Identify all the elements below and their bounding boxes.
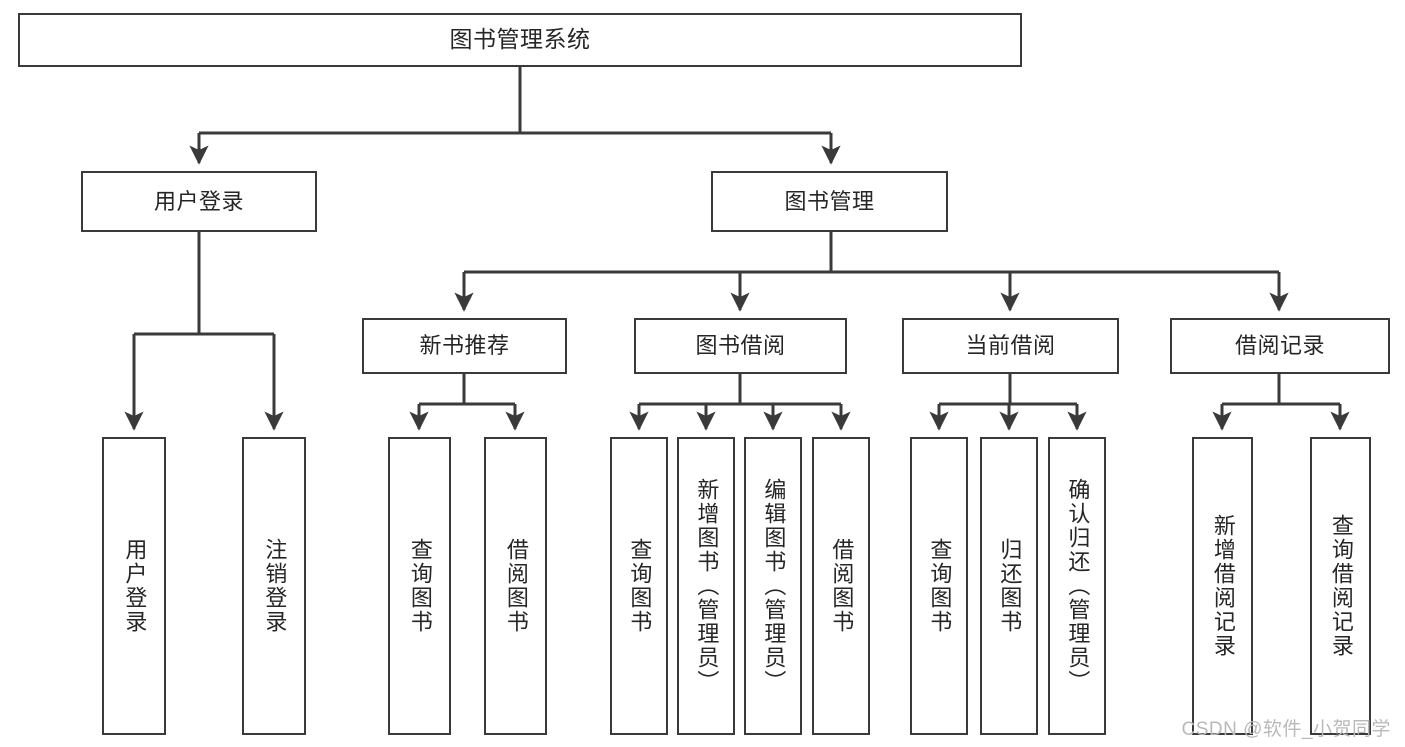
node-leaf-borrow-book-2-label: 借阅图书	[829, 538, 855, 634]
node-leaf-query-book-3[interactable]: 查询图书	[910, 437, 968, 735]
node-borrow-record[interactable]: 借阅记录	[1170, 318, 1390, 374]
node-leaf-add-book[interactable]: 新增图书（管理员）	[677, 437, 735, 735]
edges-userlogin-to-leaves	[124, 232, 284, 431]
node-leaf-edit-book[interactable]: 编辑图书（管理员）	[744, 437, 802, 735]
node-borrow-record-label: 借阅记录	[1234, 333, 1325, 359]
node-leaf-return-book[interactable]: 归还图书	[980, 437, 1038, 735]
node-leaf-borrow-book-1-label: 借阅图书	[503, 538, 529, 634]
node-leaf-query-borrow-record-label: 查询借阅记录	[1328, 514, 1354, 658]
node-user-login[interactable]: 用户登录	[81, 171, 317, 232]
node-leaf-add-book-label: 新增图书（管理员）	[694, 478, 720, 694]
edges-root-to-level2	[189, 67, 841, 165]
node-new-book-recommend[interactable]: 新书推荐	[362, 318, 567, 374]
edges-currentborrow-to-leaves	[929, 374, 1087, 431]
node-leaf-borrow-book-1[interactable]: 借阅图书	[484, 437, 547, 735]
node-book-manage-label: 图书管理	[784, 188, 875, 214]
node-new-book-recommend-label: 新书推荐	[419, 333, 510, 359]
edges-bookborrow-to-leaves	[629, 374, 851, 431]
edges-newbook-to-leaves	[409, 374, 525, 431]
edges-borrowrecord-to-leaves	[1212, 374, 1350, 431]
node-leaf-confirm-return[interactable]: 确认归还（管理员）	[1048, 437, 1106, 735]
node-current-borrow[interactable]: 当前借阅	[902, 318, 1119, 374]
edges-bookmanage-to-level3	[454, 232, 1289, 312]
node-leaf-confirm-return-label: 确认归还（管理员）	[1065, 478, 1091, 694]
node-leaf-query-book-2-label: 查询图书	[627, 538, 653, 634]
node-leaf-user-logout[interactable]: 注销登录	[242, 437, 306, 735]
node-book-manage[interactable]: 图书管理	[711, 171, 948, 232]
node-user-login-label: 用户登录	[153, 188, 244, 214]
node-leaf-query-book-2[interactable]: 查询图书	[610, 437, 668, 735]
node-leaf-user-login[interactable]: 用户登录	[102, 437, 166, 735]
node-current-borrow-label: 当前借阅	[965, 333, 1056, 359]
node-book-borrow[interactable]: 图书借阅	[634, 318, 847, 374]
node-leaf-return-book-label: 归还图书	[997, 538, 1023, 634]
node-leaf-user-login-label: 用户登录	[122, 538, 148, 634]
node-leaf-query-book-1[interactable]: 查询图书	[388, 437, 451, 735]
node-leaf-user-logout-label: 注销登录	[262, 538, 288, 634]
node-leaf-borrow-book-2[interactable]: 借阅图书	[812, 437, 870, 735]
node-leaf-add-borrow-record[interactable]: 新增借阅记录	[1192, 437, 1253, 735]
node-leaf-query-book-1-label: 查询图书	[407, 538, 433, 634]
node-leaf-query-book-3-label: 查询图书	[927, 538, 953, 634]
node-leaf-add-borrow-record-label: 新增借阅记录	[1210, 514, 1236, 658]
node-leaf-query-borrow-record[interactable]: 查询借阅记录	[1310, 437, 1371, 735]
node-book-borrow-label: 图书借阅	[695, 333, 786, 359]
node-leaf-edit-book-label: 编辑图书（管理员）	[761, 478, 787, 694]
node-root[interactable]: 图书管理系统	[18, 13, 1022, 67]
node-root-label: 图书管理系统	[449, 26, 591, 53]
